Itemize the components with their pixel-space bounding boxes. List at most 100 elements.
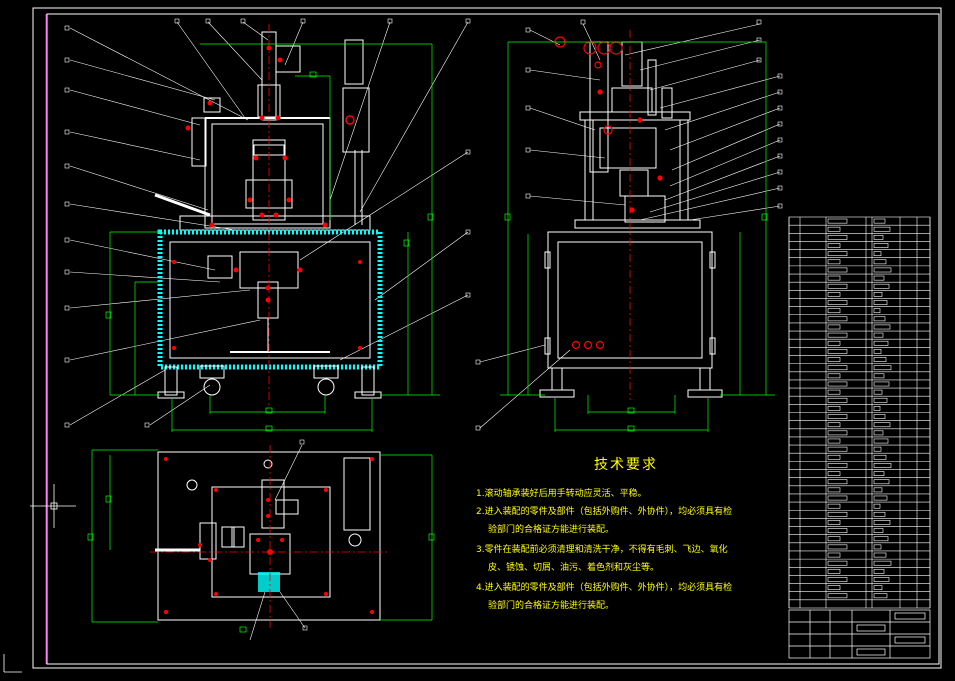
parts-list-line: [827, 463, 848, 468]
parts-list-line: [827, 218, 848, 224]
parts-list-line: [827, 275, 841, 281]
parts-list-line: [873, 446, 882, 452]
parts-list-line: [873, 316, 886, 322]
parts-list-line: [827, 414, 848, 419]
parts-list-line: [873, 218, 886, 224]
parts-list-line: [827, 267, 848, 273]
parts-list-line: [873, 234, 884, 240]
parts-list-line: [873, 365, 892, 371]
parts-list-line: [827, 446, 848, 452]
parts-list-line: [873, 528, 884, 533]
top-view-dimensions: [87, 449, 435, 633]
parts-list-line: [827, 430, 848, 436]
parts-list-line: [827, 381, 848, 387]
parts-list-line: [827, 406, 841, 411]
requirement-4-continued: 验部门的合格证方能进行装配。: [488, 601, 615, 611]
parts-list-line: [827, 471, 841, 476]
parts-list-line: [827, 349, 848, 354]
side-leader-ticks: [475, 19, 783, 431]
parts-list-line: [873, 536, 889, 542]
parts-list-line: [827, 552, 841, 558]
parts-list-line: [827, 365, 848, 371]
front-leader-ticks: [64, 18, 471, 428]
requirement-2-continued: 验部门的合格证方能进行装配。: [488, 525, 615, 535]
parts-list-line: [827, 577, 848, 582]
parts-list-line: [873, 332, 884, 338]
parts-list-line: [873, 552, 887, 558]
parts-list-line: [827, 292, 841, 297]
parts-list-line: [827, 593, 848, 599]
parts-list-line: [827, 520, 841, 525]
parts-list-line: [873, 560, 892, 566]
parts-list-line: [873, 259, 887, 265]
parts-list-line: [873, 243, 889, 248]
parts-list-line: [873, 406, 881, 411]
parts-list-line: [827, 511, 848, 517]
parts-list-line: [873, 226, 891, 232]
technical-requirements-title: 技术要求: [594, 457, 658, 473]
requirement-3: 3.零件在装配前必须清理和清洗干净，不得有毛刺、飞边、氧化: [476, 545, 728, 555]
parts-list-line: [827, 479, 848, 485]
parts-list-line: [827, 585, 841, 591]
parts-list-line: [873, 340, 889, 346]
parts-list-line: [873, 487, 883, 493]
parts-list-line: [873, 471, 885, 476]
parts-list-line: [873, 585, 883, 591]
top-view-hatch: [258, 572, 280, 592]
parts-list-line: [827, 495, 848, 501]
parts-list-line: [827, 487, 841, 493]
requirement-2: 2.进入装配的零件及部件（包括外购件、外协件），均必须具有检: [476, 507, 733, 517]
parts-list-line: [827, 397, 848, 403]
parts-list-line: [873, 324, 891, 330]
side-view-red-details: [554, 36, 663, 350]
top-view: [155, 451, 381, 621]
parts-list-line: [827, 251, 848, 257]
parts-list-line: [873, 373, 885, 379]
front-view-dimensions: [105, 43, 440, 432]
parts-list-line: [873, 414, 886, 419]
parts-list-line: [827, 454, 841, 460]
parts-list-line: [873, 283, 890, 289]
parts-list-line: [827, 308, 841, 314]
parts-list-line: [873, 422, 891, 428]
parts-list-line: [873, 300, 888, 305]
parts-list-line: [827, 259, 841, 265]
parts-list-line: [873, 544, 882, 550]
parts-list-line: [873, 438, 889, 444]
top-view-leaders: [249, 439, 308, 641]
title-block: [788, 609, 931, 659]
parts-list-line: [827, 340, 841, 346]
requirement-4: 4.进入装配的零件及部件（包括外购件、外协件），均必须具有检: [476, 583, 733, 593]
parts-list-line: [873, 495, 888, 501]
parts-list-line: [873, 430, 884, 436]
parts-list-table: [788, 216, 931, 609]
parts-list-line: [827, 243, 841, 248]
parts-list-line: [873, 479, 890, 485]
parts-list-line: [827, 234, 848, 240]
side-view-dimensions: [500, 41, 775, 432]
parts-list-line: [873, 593, 888, 599]
parts-list-line: [873, 267, 892, 273]
parts-list-line: [827, 226, 841, 232]
crosshair-cursor-icon: [30, 484, 76, 528]
parts-list-line: [827, 422, 841, 428]
parts-list-line: [873, 568, 885, 574]
parts-list-line: [827, 283, 848, 289]
parts-list-line: [827, 373, 841, 379]
parts-list-line: [827, 316, 848, 322]
parts-list-line: [827, 528, 848, 533]
parts-list-line: [873, 520, 891, 525]
parts-list-line: [873, 389, 883, 395]
parts-list-line: [873, 463, 892, 468]
parts-list-line: [873, 454, 887, 460]
parts-list-line: [873, 308, 881, 314]
sheet-border: [32, 7, 942, 669]
parts-list-line: [873, 577, 890, 582]
parts-list-line: [873, 503, 881, 509]
parts-list-line: [873, 275, 885, 281]
parts-list-line: [827, 560, 848, 566]
parts-list-line: [873, 251, 882, 257]
parts-list-line: [827, 568, 841, 574]
